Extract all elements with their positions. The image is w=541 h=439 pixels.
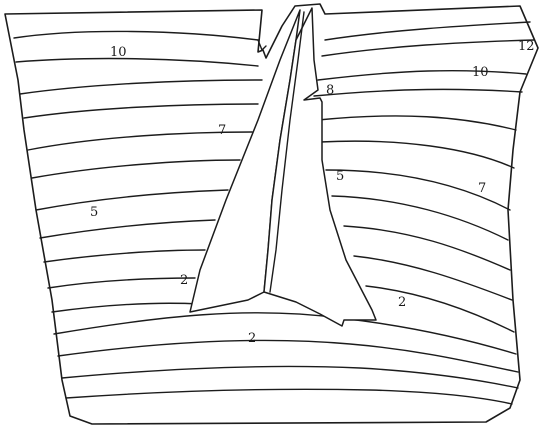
growth-line bbox=[58, 340, 518, 372]
growth-line bbox=[322, 40, 534, 56]
label-bottom-2: 2 bbox=[248, 331, 256, 346]
growth-line bbox=[52, 303, 200, 312]
growth-line bbox=[314, 89, 522, 96]
growth-line bbox=[318, 116, 516, 130]
label-right-7: 7 bbox=[478, 181, 486, 196]
lower-growth-lines bbox=[54, 313, 518, 404]
growth-line bbox=[320, 141, 514, 168]
growth-line bbox=[36, 190, 228, 210]
growth-line bbox=[62, 366, 518, 388]
growth-line bbox=[16, 59, 258, 66]
label-right-2: 2 bbox=[398, 295, 406, 310]
growth-line bbox=[40, 220, 215, 238]
growth-line bbox=[318, 71, 526, 80]
growth-line bbox=[325, 22, 530, 40]
label-left-7: 7 bbox=[218, 123, 226, 138]
growth-line bbox=[20, 80, 262, 94]
growth-line bbox=[14, 31, 258, 40]
growth-line bbox=[48, 278, 195, 288]
label-right-10: 10 bbox=[472, 65, 489, 80]
label-right-12: 12 bbox=[518, 39, 535, 54]
growth-line bbox=[66, 389, 512, 404]
growth-line bbox=[332, 196, 508, 240]
label-right-5: 5 bbox=[336, 169, 344, 184]
growth-line bbox=[354, 256, 512, 300]
growth-line bbox=[24, 104, 258, 118]
growth-line bbox=[44, 250, 205, 262]
label-right-8: 8 bbox=[326, 83, 334, 98]
right-plate bbox=[264, 8, 376, 326]
label-left-5: 5 bbox=[90, 205, 98, 220]
label-left-2: 2 bbox=[180, 273, 188, 288]
growth-line bbox=[344, 226, 510, 270]
growth-line bbox=[32, 160, 240, 178]
label-left-10: 10 bbox=[110, 45, 127, 60]
